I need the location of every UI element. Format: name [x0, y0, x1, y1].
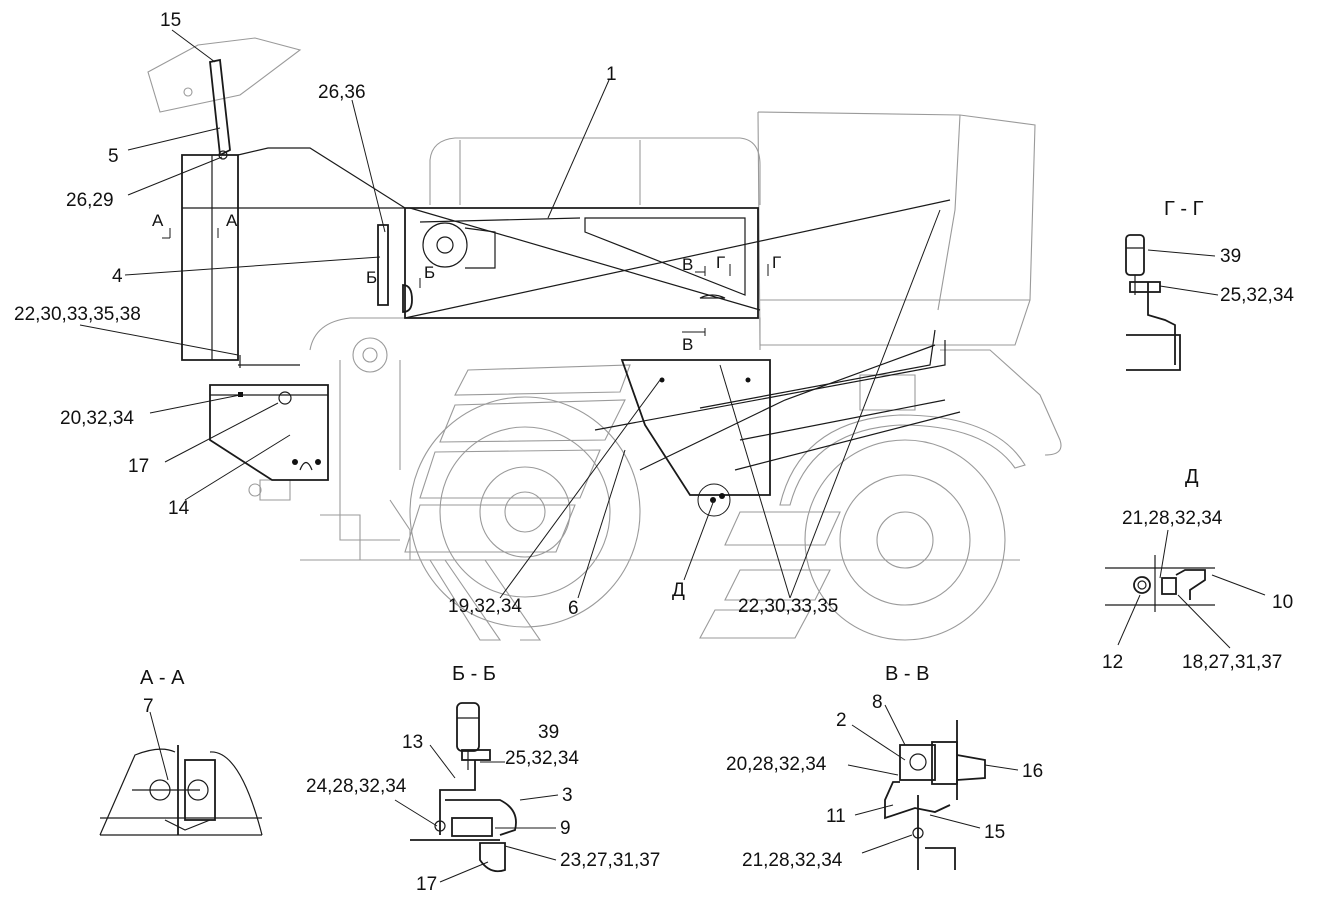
vv-callout-15: 15: [984, 822, 1005, 843]
view-a-a-title: А - А: [140, 667, 185, 689]
section-mark-g-left: Г: [716, 253, 725, 272]
section-mark-b-left: Б: [366, 268, 377, 287]
callout-6: 6: [568, 598, 579, 619]
main-view-leaders: [79, 29, 941, 599]
callout-20-32-34: 20,32,34: [60, 408, 134, 429]
view-b-b-title: Б - Б: [452, 663, 496, 685]
bb-callout-39: 39: [538, 722, 559, 743]
vv-callout-21-28-32-34: 21,28,32,34: [742, 850, 843, 871]
callout-d: Д: [672, 580, 685, 601]
gg-callout-25-32-34: 25,32,34: [1220, 285, 1294, 306]
section-mark-v-top: В: [682, 255, 693, 274]
d-callout-18-27-31-37: 18,27,31,37: [1182, 652, 1282, 673]
section-mark-a-right: А: [226, 211, 238, 230]
callout-22-30-33-35-38: 22,30,33,35,38: [14, 304, 141, 325]
bb-callout-13: 13: [402, 732, 423, 753]
callout-1: 1: [606, 64, 617, 85]
view-b-b: Б - Б 39 13 25,32,34 24,28,32,34 3 9 23,…: [306, 663, 660, 895]
vv-callout-20-28-32-34: 20,28,32,34: [726, 754, 827, 775]
view-v-v: В - В 8 2 20,28,32,34 16 11 15 21,28,32,…: [726, 663, 1043, 871]
section-mark-g-right: Г: [772, 253, 781, 272]
bb-callout-3: 3: [562, 785, 573, 806]
callout-17: 17: [128, 456, 149, 477]
d-callout-21-28-32-34: 21,28,32,34: [1122, 508, 1223, 529]
section-mark-v-bottom: В: [682, 335, 693, 354]
bb-callout-9: 9: [560, 818, 571, 839]
gg-callout-39: 39: [1220, 246, 1241, 267]
view-g-g-title: Г - Г: [1164, 198, 1204, 220]
vv-callout-11: 11: [826, 806, 846, 827]
view-g-g: Г - Г 39 25,32,34: [1125, 198, 1294, 371]
callout-19-32-34: 19,32,34: [448, 596, 522, 617]
bb-callout-25-32-34: 25,32,34: [505, 748, 579, 769]
vv-callout-16: 16: [1022, 761, 1043, 782]
combine-harvester-outline: [147, 37, 1062, 641]
decal-stripes: [404, 364, 841, 641]
bb-callout-24-28-32-34: 24,28,32,34: [306, 776, 407, 797]
callout-4: 4: [112, 266, 123, 287]
callout-22-30-33-35: 22,30,33,35: [738, 596, 838, 617]
d-callout-10: 10: [1272, 592, 1293, 613]
vv-callout-8: 8: [872, 692, 883, 713]
callout-5: 5: [108, 146, 119, 167]
bb-callout-17: 17: [416, 874, 437, 895]
main-view-callouts: 15 5 26,29 26,36 1 4 22,30,33,35,38 20,3…: [14, 10, 838, 619]
main-view-parts: [181, 58, 961, 503]
aa-callout-7: 7: [143, 696, 154, 717]
callout-26-36: 26,36: [318, 82, 366, 103]
view-d-title: Д: [1185, 466, 1199, 488]
callout-14: 14: [168, 498, 190, 519]
section-marks: А А Б Б В В Г Г: [152, 211, 781, 354]
view-a-a: А - А 7: [99, 667, 263, 836]
d-callout-12: 12: [1102, 652, 1123, 673]
section-mark-a-left: А: [152, 211, 164, 230]
section-mark-b-right: Б: [424, 263, 435, 282]
vv-callout-2: 2: [836, 710, 847, 731]
callout-15: 15: [160, 10, 181, 31]
callout-26-29: 26,29: [66, 190, 114, 211]
view-v-v-title: В - В: [885, 663, 929, 685]
bb-callout-23-27-31-37: 23,27,31,37: [560, 850, 660, 871]
view-d: Д 21,28,32,34 10 12 18,27,31,37: [1102, 466, 1293, 673]
